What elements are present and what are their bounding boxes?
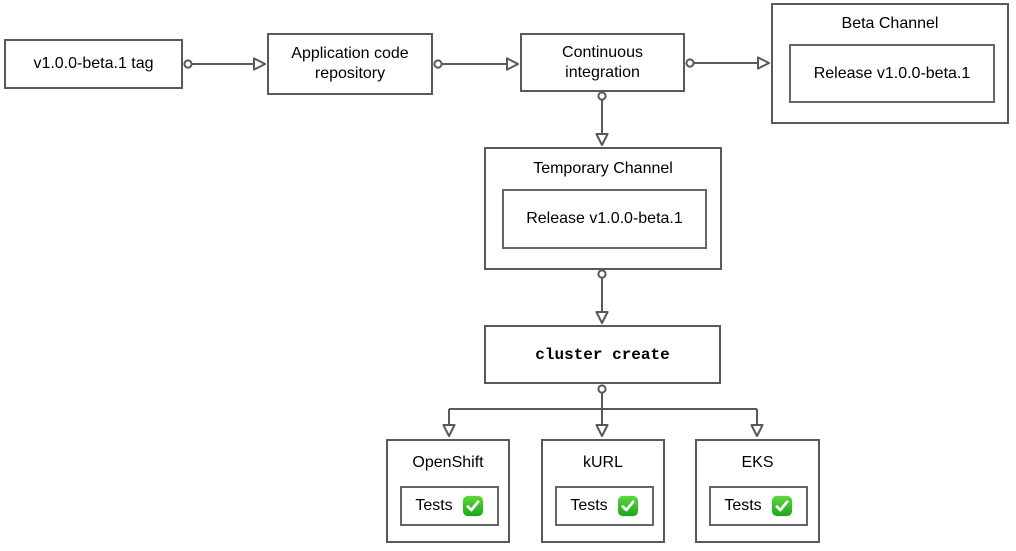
arrowhead xyxy=(253,57,266,71)
node-temporary-release: Release v1.0.0-beta.1 xyxy=(502,189,707,249)
node-application-code-repository: Application code repository xyxy=(267,33,433,95)
node-kurl-tests: Tests xyxy=(555,486,654,526)
green-check-icon xyxy=(462,495,483,517)
temporary-release-label: Release v1.0.0-beta.1 xyxy=(526,210,683,227)
edge-source-dot xyxy=(685,58,695,68)
connector-ci-to-temporary-channel xyxy=(595,91,609,146)
node-openshift: OpenShift Tests xyxy=(386,439,510,543)
openshift-tests-label: Tests xyxy=(415,497,453,514)
beta-release-label: Release v1.0.0-beta.1 xyxy=(813,64,971,82)
green-check-icon xyxy=(771,495,792,517)
arrowhead xyxy=(750,424,764,437)
node-application-code-repository-label: Application code repository xyxy=(291,45,409,82)
node-version-tag: v1.0.0-beta.1 tag xyxy=(4,39,183,89)
kurl-title: kURL xyxy=(582,454,623,471)
arrowhead xyxy=(506,57,519,71)
edge-source-dot xyxy=(597,384,607,394)
node-cluster-create: cluster create xyxy=(484,325,721,384)
edge-source-dot xyxy=(433,59,443,69)
edge-source-dot xyxy=(183,59,193,69)
node-temporary-channel: Temporary Channel Release v1.0.0-beta.1 xyxy=(484,147,722,270)
connector-cluster-create-to-clusters xyxy=(442,384,764,437)
temporary-channel-title: Temporary Channel xyxy=(533,159,673,177)
arrowhead xyxy=(595,133,609,146)
eks-tests-label: Tests xyxy=(724,497,762,514)
beta-channel-title: Beta Channel xyxy=(841,15,939,32)
openshift-title: OpenShift xyxy=(412,454,484,471)
kurl-tests-label: Tests xyxy=(570,497,608,514)
arrowhead xyxy=(442,424,456,437)
edge-source-dot xyxy=(597,269,607,279)
node-eks: EKS Tests xyxy=(695,439,820,543)
node-beta-release: Release v1.0.0-beta.1 xyxy=(789,44,995,103)
node-openshift-tests: Tests xyxy=(400,486,499,526)
edge-source-dot xyxy=(597,91,607,101)
connector-tag-to-repo xyxy=(183,57,266,71)
node-version-tag-label: v1.0.0-beta.1 tag xyxy=(33,55,154,72)
arrowhead xyxy=(595,424,609,437)
connector-repo-to-ci xyxy=(433,57,519,71)
cluster-create-label: cluster create xyxy=(535,345,670,364)
node-beta-channel: Beta Channel Release v1.0.0-beta.1 xyxy=(771,3,1009,124)
arrowhead xyxy=(595,311,609,324)
green-check-icon xyxy=(617,495,638,517)
node-continuous-integration-label: Continuous integration xyxy=(562,43,643,81)
node-continuous-integration: Continuous integration xyxy=(520,33,685,92)
node-eks-tests: Tests xyxy=(709,486,808,526)
node-kurl: kURL Tests xyxy=(541,439,665,543)
connector-ci-to-beta-channel xyxy=(685,56,770,70)
arrowhead xyxy=(757,56,770,70)
eks-title: EKS xyxy=(741,454,774,471)
connector-temporary-channel-to-cluster-create xyxy=(595,269,609,324)
